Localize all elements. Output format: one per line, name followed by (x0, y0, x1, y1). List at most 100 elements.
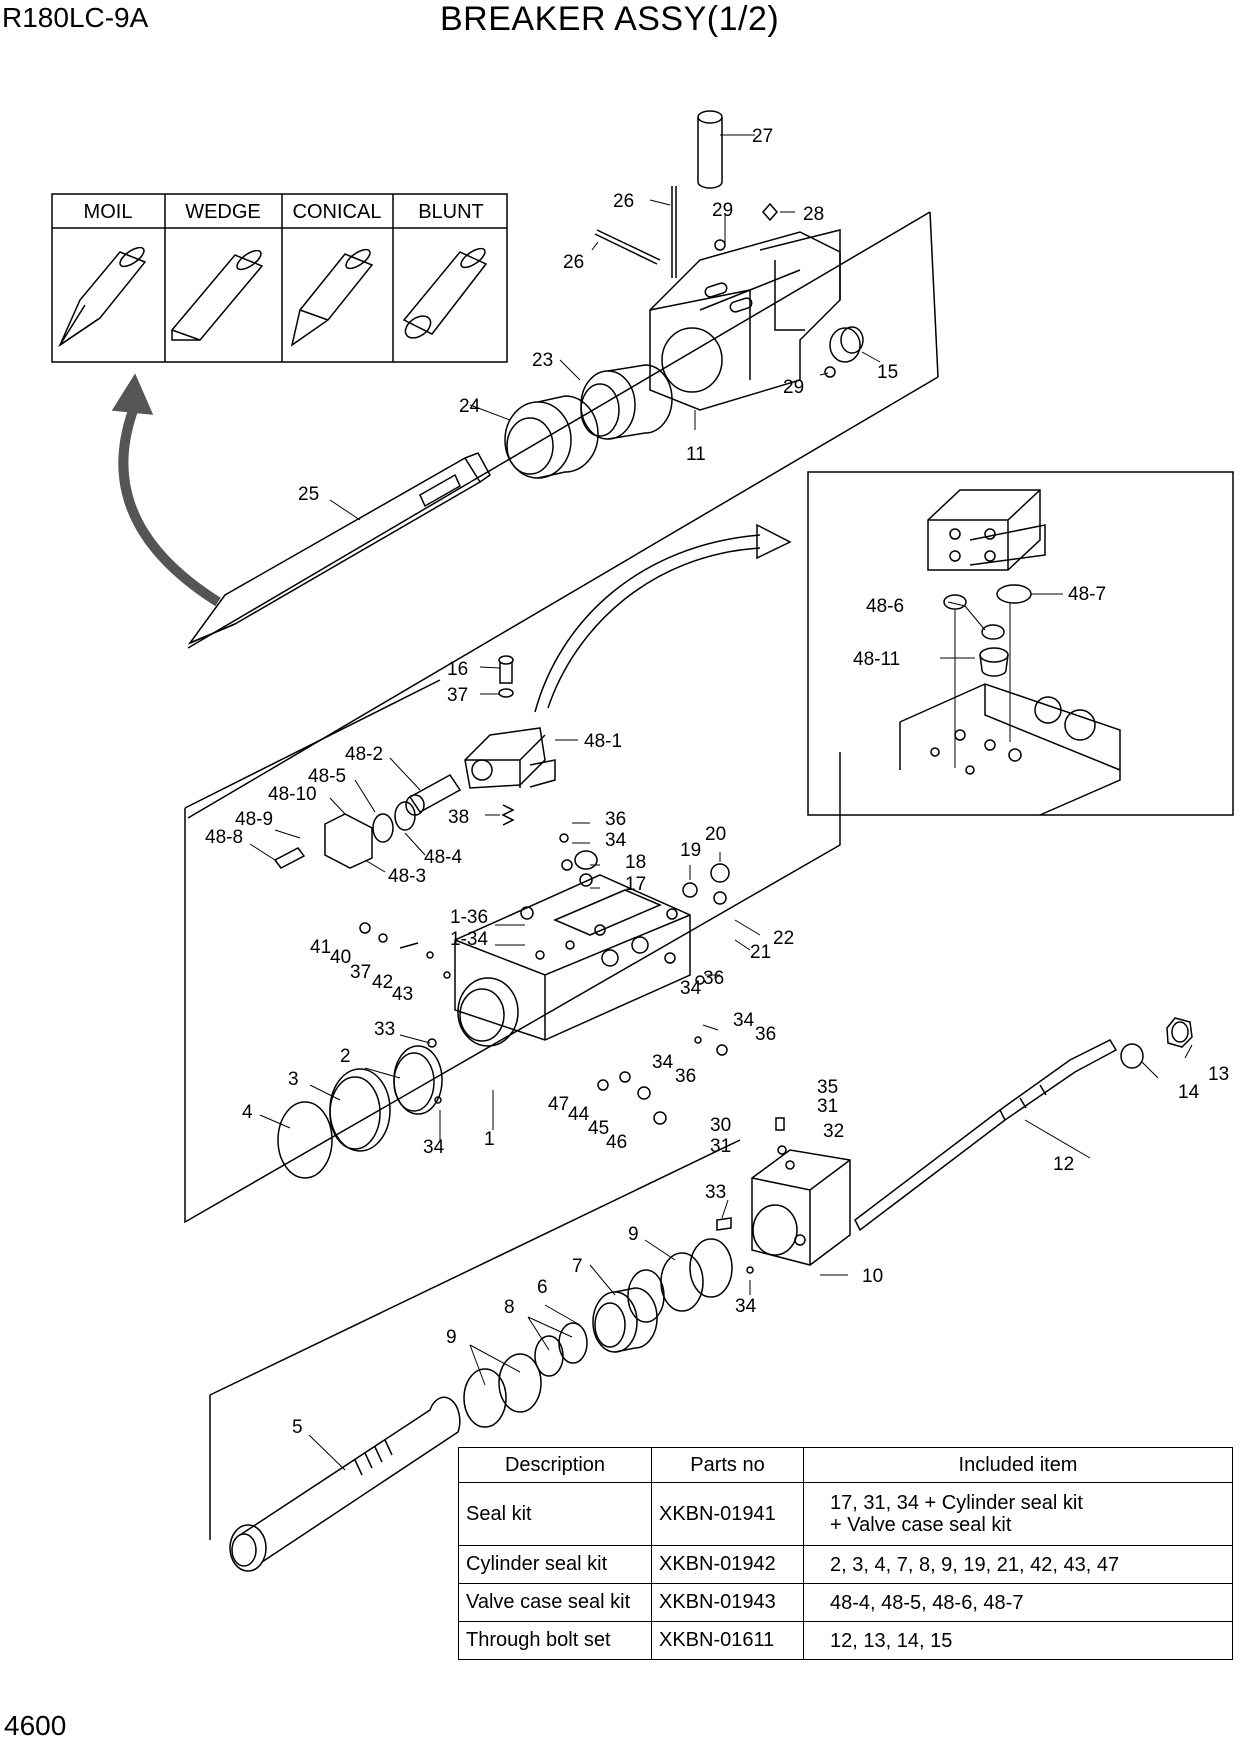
model-code: R180LC-9A (2, 2, 149, 33)
callout-48-11: 48-11 (853, 649, 900, 670)
callout-3: 3 (288, 1069, 299, 1090)
callout-6: 6 (537, 1277, 548, 1298)
cell-included: 2, 3, 4, 7, 8, 9, 19, 21, 42, 43, 47 (803, 1545, 1233, 1584)
callout-47: 47 (548, 1094, 569, 1115)
callout-40: 40 (330, 947, 351, 968)
callout-12: 12 (1053, 1154, 1074, 1175)
callout-24: 24 (459, 396, 481, 417)
cell-description: Seal kit (458, 1482, 652, 1546)
moil-tool-icon (58, 246, 147, 348)
wedge-tool-icon (170, 249, 264, 341)
callout-9a: 9 (628, 1224, 639, 1245)
callout-48-4: 48-4 (424, 847, 462, 868)
callout-14: 14 (1178, 1082, 1200, 1103)
included-line-1: 17, 31, 34 + Cylinder seal kit (830, 1492, 1083, 1514)
tool-header-moil: MOIL (84, 201, 133, 223)
callout-48-10: 48-10 (268, 784, 317, 805)
tool-types-box: MOIL WEDGE CONICAL BLUNT (51, 193, 508, 363)
col-header-included-item: Included item (803, 1447, 1233, 1483)
callout-1: 1 (484, 1129, 495, 1150)
callout-43: 43 (392, 984, 413, 1005)
callout-32: 32 (823, 1121, 844, 1142)
callout-15: 15 (877, 362, 898, 383)
callout-25: 25 (298, 484, 319, 505)
callout-31a: 31 (817, 1096, 838, 1117)
callout-36c: 36 (755, 1024, 776, 1045)
callout-16: 16 (447, 659, 468, 680)
callout-13: 13 (1208, 1064, 1229, 1085)
cell-included: 48-4, 48-5, 48-6, 48-7 (803, 1583, 1233, 1622)
callout-26a: 26 (613, 191, 634, 212)
callout-36a: 36 (605, 809, 626, 830)
cell-included: 17, 31, 34 + Cylinder seal kit + Valve c… (803, 1482, 1233, 1546)
leader-lines (249, 134, 1193, 1471)
callout-18: 18 (625, 852, 646, 873)
inset-reference-arrow (534, 523, 792, 713)
callout-38: 38 (448, 807, 469, 828)
col-header-parts-no: Parts no (651, 1447, 804, 1483)
callout-20: 20 (705, 824, 726, 845)
tool-header-blunt: BLUNT (418, 201, 484, 223)
tool-header-wedge: WEDGE (185, 201, 261, 223)
callout-31b: 31 (710, 1136, 731, 1157)
callout-41: 41 (310, 937, 331, 958)
callout-30: 30 (710, 1115, 731, 1136)
callout-21: 21 (750, 942, 771, 963)
callout-34b: 34 (680, 978, 702, 999)
blunt-tool-icon (402, 247, 488, 339)
callout-48-5: 48-5 (308, 766, 346, 787)
callout-37a: 37 (447, 685, 468, 706)
callout-23: 23 (532, 350, 553, 371)
callout-36d: 36 (675, 1066, 696, 1087)
callout-48-1: 48-1 (584, 731, 622, 752)
callout-48-9: 48-9 (235, 809, 273, 830)
cylinder-group (184, 655, 841, 1224)
callout-48-2: 48-2 (345, 744, 383, 765)
callout-22: 22 (773, 928, 794, 949)
callout-33a: 33 (374, 1019, 395, 1040)
cell-description: Cylinder seal kit (458, 1545, 652, 1584)
seal-kits-table: Description Parts no Included item Seal … (458, 1447, 1233, 1660)
callout-11: 11 (686, 444, 706, 465)
table-row: Valve case seal kit XKBN-01943 48-4, 48-… (458, 1583, 1233, 1622)
valve-detail-inset (807, 471, 1234, 816)
callout-2: 2 (340, 1046, 351, 1067)
included-line-2: + Valve case seal kit (830, 1514, 1012, 1536)
callout-7: 7 (572, 1256, 583, 1277)
callout-1-36: 1-36 (450, 907, 488, 928)
callout-9b: 9 (446, 1327, 457, 1348)
cell-included: 12, 13, 14, 15 (803, 1621, 1233, 1660)
callout-29b: 29 (783, 377, 804, 398)
callout-27: 27 (752, 126, 773, 147)
cell-parts-no: XKBN-01943 (651, 1583, 804, 1622)
conical-tool-icon (290, 248, 374, 347)
cell-description: Through bolt set (458, 1621, 652, 1660)
callout-26b: 26 (563, 252, 584, 273)
callout-5: 5 (292, 1417, 303, 1438)
callout-34e: 34 (423, 1137, 445, 1158)
callout-34a: 34 (605, 830, 627, 851)
callout-46: 46 (606, 1132, 627, 1153)
callout-4: 4 (242, 1102, 253, 1123)
callout-19: 19 (680, 840, 701, 861)
callout-44: 44 (568, 1104, 590, 1125)
back-head-group (209, 1017, 1193, 1572)
table-row: Through bolt set XKBN-01611 12, 13, 14, … (458, 1621, 1233, 1660)
callout-8: 8 (504, 1297, 515, 1318)
callout-34c: 34 (733, 1010, 755, 1031)
front-head-group (187, 110, 939, 819)
callout-29a: 29 (712, 200, 733, 221)
callout-48-7: 48-7 (1068, 584, 1106, 605)
callout-1-34: 1-34 (450, 929, 488, 950)
cell-parts-no: XKBN-01611 (651, 1621, 804, 1660)
tool-header-conical: CONICAL (293, 201, 382, 223)
callout-48-8: 48-8 (205, 827, 243, 848)
page-number: 4600 (4, 1710, 67, 1741)
cell-description: Valve case seal kit (458, 1583, 652, 1622)
callout-34f: 34 (735, 1296, 757, 1317)
callout-35: 35 (817, 1077, 838, 1098)
callout-33b: 33 (705, 1182, 726, 1203)
callout-labels: 27 28 29 26 26 23 15 29 24 11 25 48-6 48… (205, 126, 1229, 1438)
cell-parts-no: XKBN-01941 (651, 1482, 804, 1546)
